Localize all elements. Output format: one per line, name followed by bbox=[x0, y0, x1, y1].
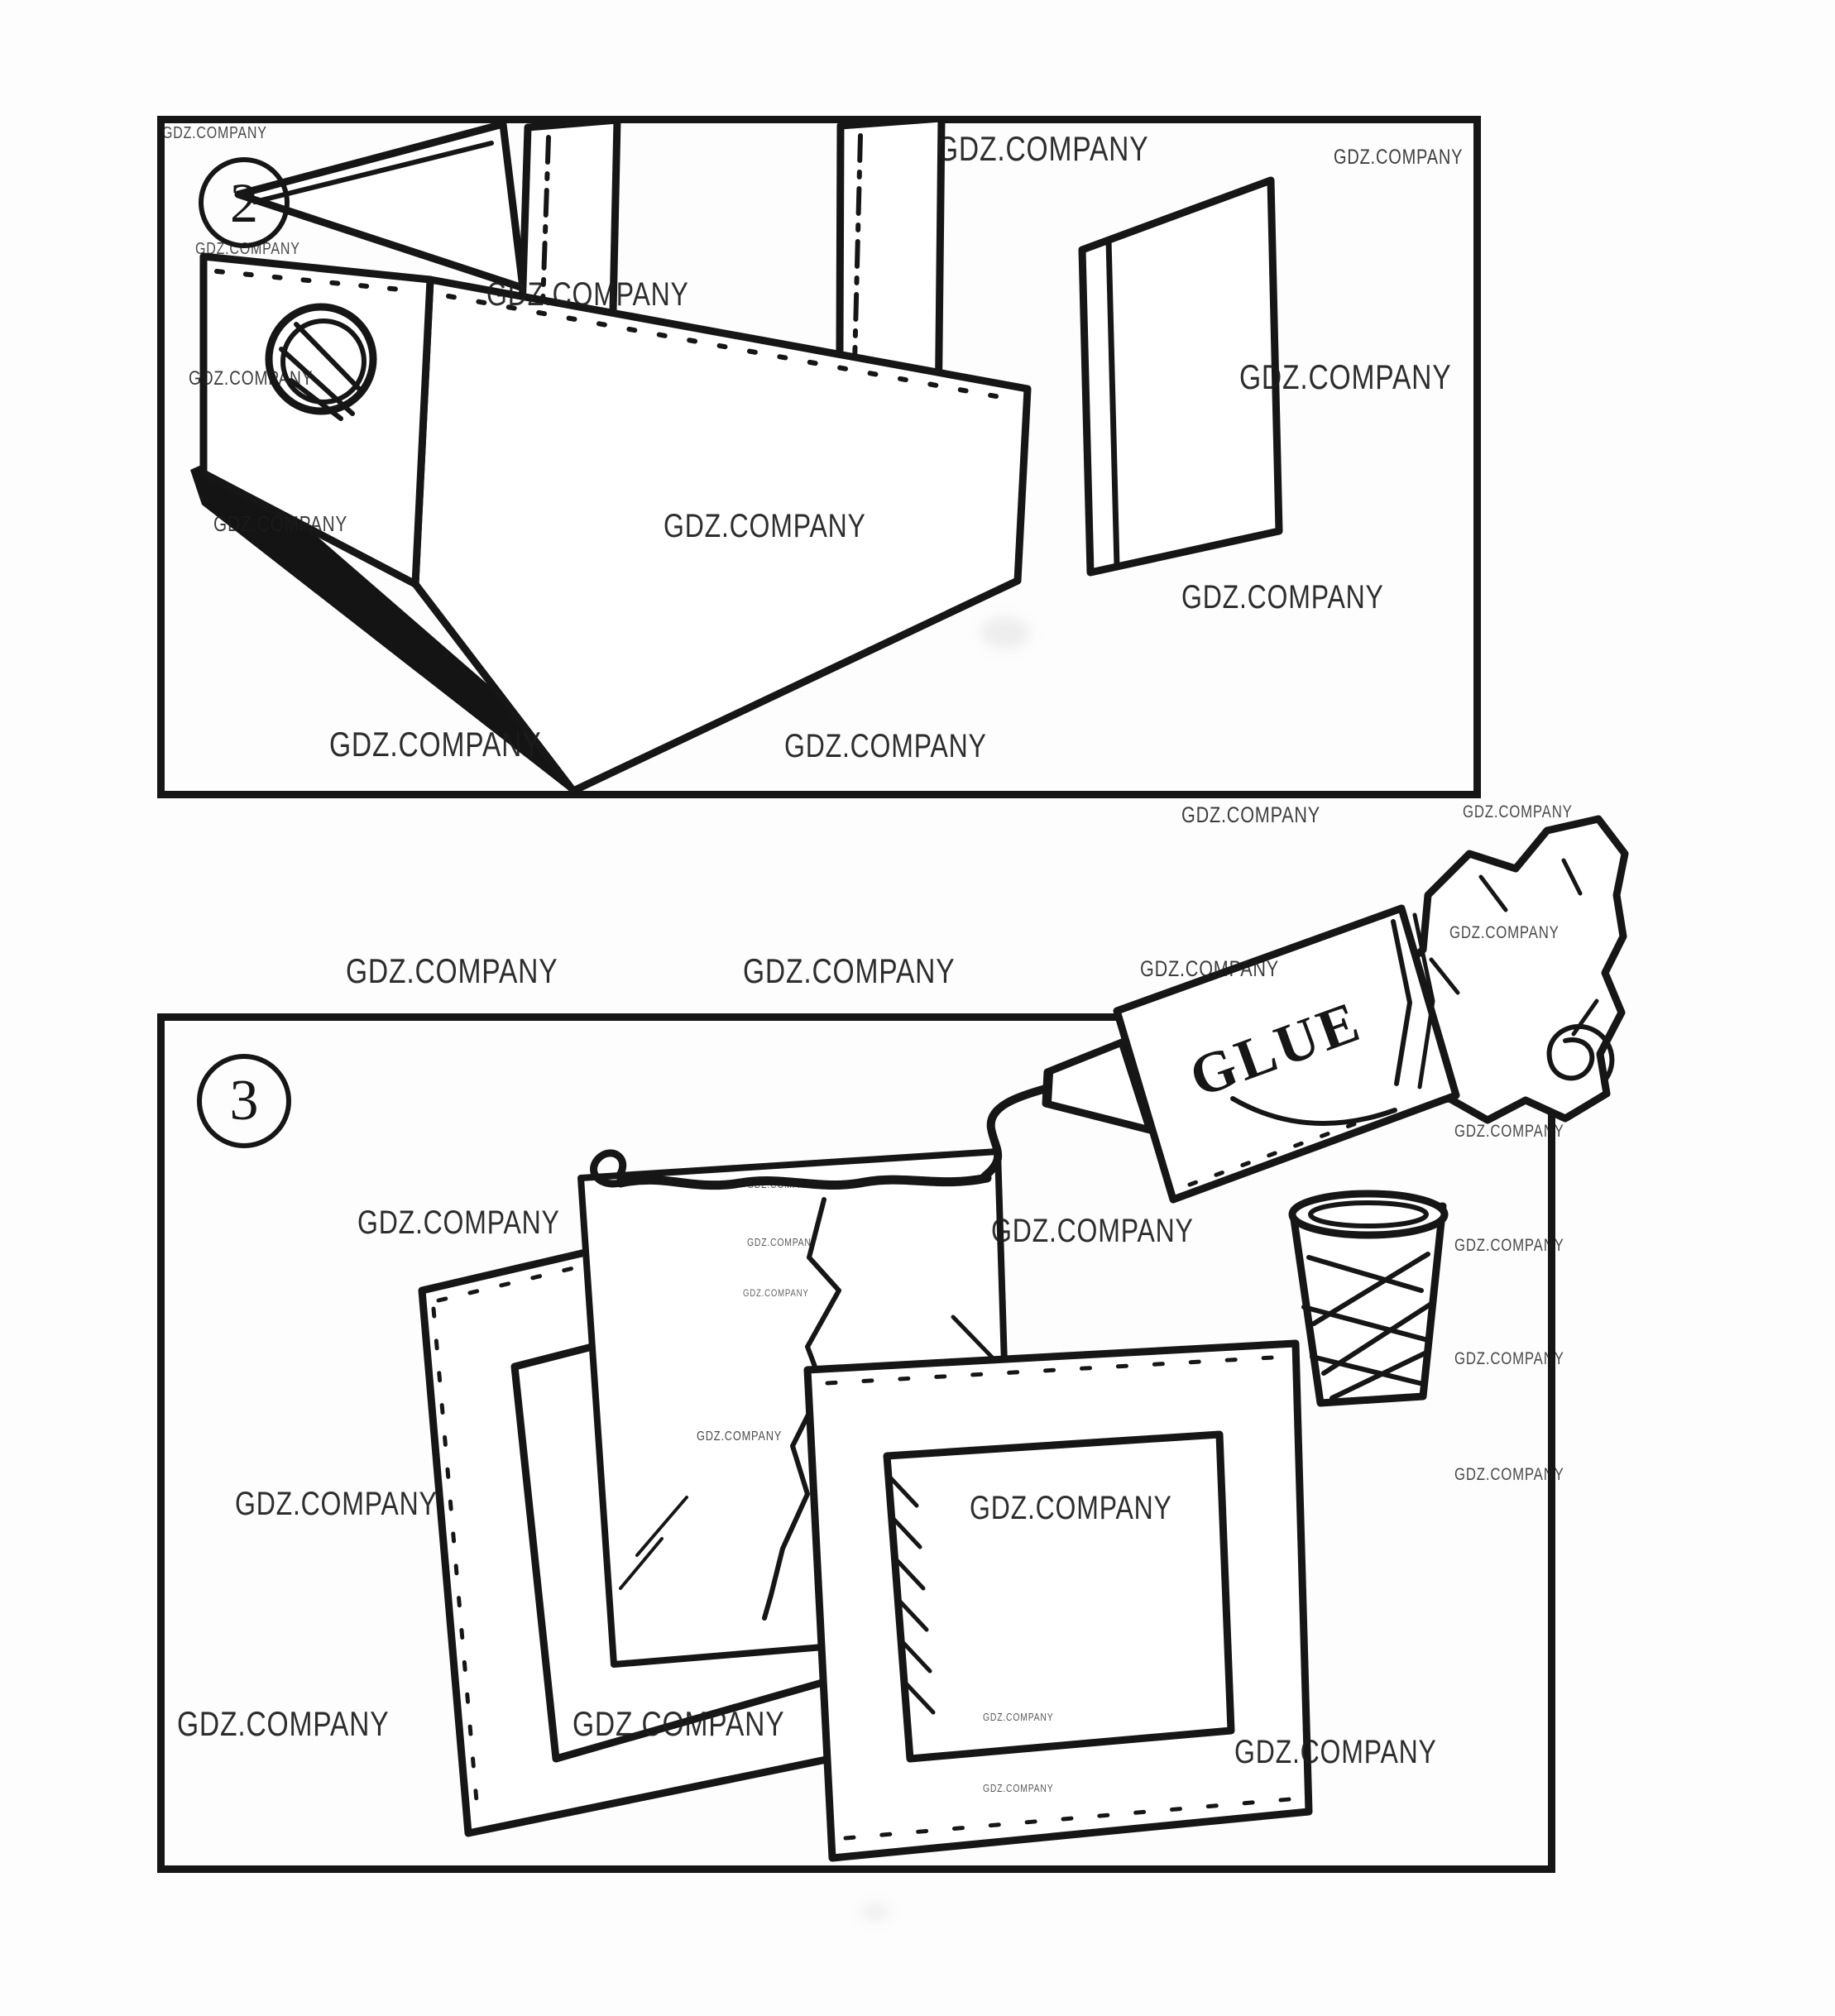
step-3-panel: GLUE bbox=[157, 815, 1629, 1873]
panel2-border bbox=[157, 116, 1481, 798]
waste-basket bbox=[1288, 1190, 1449, 1407]
glue-drip-curl bbox=[590, 1149, 627, 1188]
side-wall-panel bbox=[1078, 176, 1283, 577]
panel3-border bbox=[157, 1013, 1555, 1873]
inner-wall-triangle bbox=[234, 120, 527, 292]
front-frame-window bbox=[883, 1430, 1235, 1763]
step-2-number: 2 bbox=[230, 170, 258, 234]
scan-speckle bbox=[980, 616, 1030, 649]
step-3-number: 3 bbox=[229, 1069, 259, 1133]
glue-tube bbox=[1042, 904, 1460, 1204]
glue-tube-body bbox=[1113, 904, 1460, 1204]
glue-stream bbox=[980, 1085, 1050, 1180]
box-shadow bbox=[190, 455, 592, 794]
step-2-badge: 2 bbox=[199, 157, 290, 248]
box-left-face bbox=[199, 252, 434, 588]
step-2-panel bbox=[157, 116, 1481, 798]
glue-bead bbox=[616, 1173, 992, 1190]
glue-tube-nozzle bbox=[1042, 1038, 1154, 1134]
scan-speckle bbox=[860, 1903, 890, 1921]
paper-swirl bbox=[1546, 1023, 1615, 1085]
step-3-badge: 3 bbox=[197, 1054, 291, 1148]
